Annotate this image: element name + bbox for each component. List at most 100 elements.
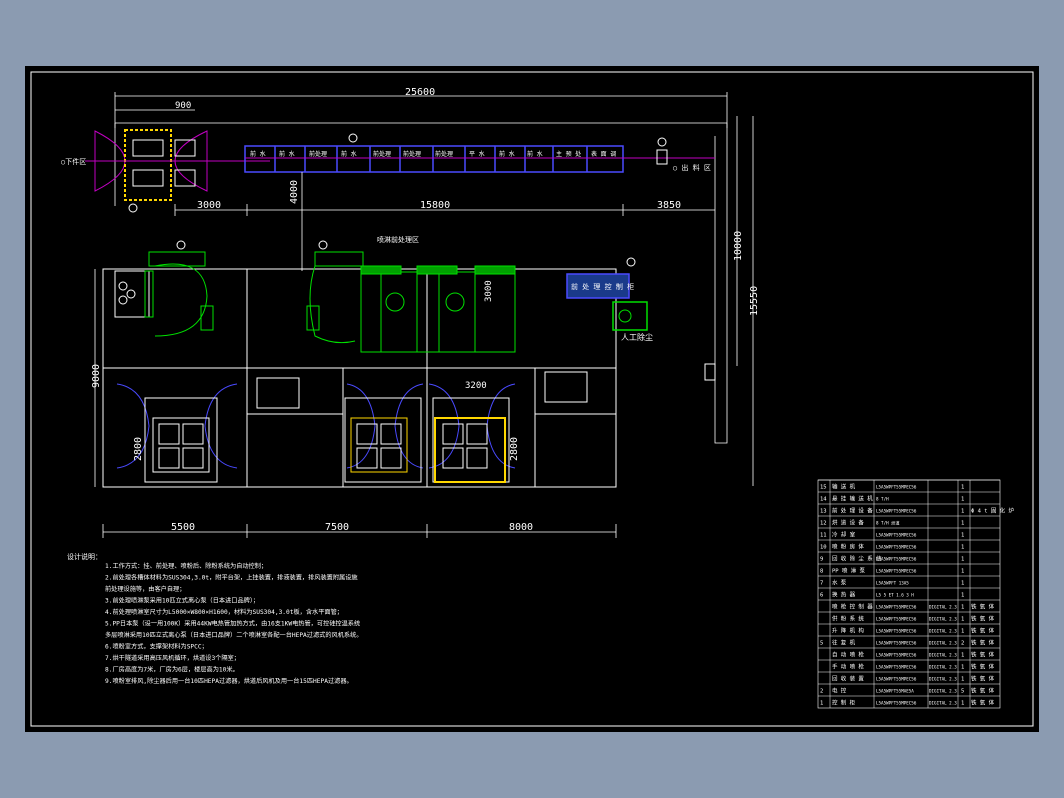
title-block-cell-no: 10 [820,545,827,551]
dim-7500-label: 7500 [325,522,349,533]
title-block-cell-no: 11 [820,533,827,539]
title-block-cell-name: 换 热 器 [832,591,856,599]
drive-unit [656,137,668,165]
design-note-line: 5.PP日本泵（设一用100K）采用44KW电热管加热方式，由16支1KW电热管… [105,620,360,628]
title-block-cell-qty: 1 [961,569,964,575]
design-note-line: 前处理设施等，由客户自理； [105,585,185,593]
design-note-line: 9.喷粉室排风,除尘器后用一台10匹HEPA过滤器，烘道后风机及用一台15匹HE… [105,677,353,685]
design-note-line: 6.喷粉室方式，支撑架材料为SPCC； [105,643,208,651]
title-block-cell-qty: 1 [961,545,964,551]
drying-tunnel [360,265,516,353]
conveyor-station-labels: 前 水前 水前处理 前 水前处理前处理 前处理平 水前 水 前 水主 预 处表 … [250,150,616,158]
title-block-cell-note: 铁 氧 体 [971,627,995,635]
title-block-cell-spec: L5 5 ET 1.6 3 H [876,593,914,598]
callout-conveyor [348,133,358,143]
title-block-cell-name: 升 降 机 构 [832,627,864,635]
right-equipment [704,363,716,381]
callout-mid [318,240,328,250]
building-outline [102,268,617,488]
title-block-cell-no: 5 [820,641,823,647]
title-block-cell-spec: L5A5WPFT55MPEC56 [876,485,917,490]
title-block-cell-no: 9 [820,557,823,563]
dim-15800-label: 15800 [420,200,450,211]
title-block-cell-qty: 1 [961,497,964,503]
title-block-cell-name: 喷 枪 控 制 器 [832,603,873,611]
design-note-line: 3.前处理喷淋泵采用10匹立式离心泵（日本进口品牌）； [105,597,259,605]
design-note-line: 2.前处理各槽体材料为SUS304,3.0t，附平台架，上挂装置，排液装置，排风… [105,574,358,582]
dim-900-label: 900 [175,101,191,111]
title-block-cell-name: 自 动 喷 枪 [832,651,864,659]
title-block-cell-spec: L5A5WPFT55MAE5A [876,689,914,694]
title-block-cell-qty: 1 [961,629,964,635]
title-block-cell-qty: 1 [961,485,964,491]
control-cabinet-2 [544,371,588,403]
title-block-cell-spec: L5A5WPFT55MPEC56 [876,545,917,550]
title-block-cell-spec: 8 T/H [876,497,889,502]
powder-booth-mid [344,383,424,483]
title-block-cell-qty: 1 [961,521,964,527]
control-cabinet-1 [256,377,300,409]
title-block-cell-spec: L5A5WPFT55MPEC56 [876,641,917,646]
dim-8000-label: 8000 [509,522,533,533]
title-block-cell-name: 电 控 [832,687,847,695]
powder-booth-left [116,383,238,483]
svg-text:前 水: 前 水 [279,150,295,158]
title-block-cell-extra: DIGITAL 2.3 [929,653,957,658]
title-block-cell-extra: DIGITAL 2.3 [929,689,957,694]
svg-text:前处理: 前处理 [403,150,421,158]
svg-text:前 水: 前 水 [499,150,515,158]
title-block-cell-name: 水 泵 [832,579,847,587]
svg-text:前处理: 前处理 [309,150,327,158]
dim-3850-label: 3850 [657,200,681,211]
title-block-cell-qty: 1 [961,557,964,563]
title-block-cell-spec: 8 T/H 烘道 [876,520,900,527]
title-block-cell-spec: L5A5WPFT55MPEC56 [876,509,917,514]
svg-text:主 预 处: 主 预 处 [556,150,581,158]
svg-text:平 水: 平 水 [469,150,485,158]
title-block-cell-qty: 1 [961,701,964,707]
title-block-cell-name: 前 处 理 设 备 [832,507,873,515]
manual-cleaning-label: 人工除尘 [621,332,653,342]
loading-label: ○下件区 [61,157,86,166]
callout-left [176,240,186,250]
title-block-cell-note: 铁 氧 体 [971,651,995,659]
dimension-row-segments [174,204,715,216]
title-block-cell-no: 2 [820,689,823,695]
title-block-cell-name: 输 送 机 [832,483,856,491]
drawing-frame [30,71,1034,727]
cleaning-booth-label: 前 处 理 控 制 柜 [571,282,634,291]
title-block-cell-name: 回 收 装 置 [832,675,864,683]
title-block-cell-spec: L5A5WPFT55MPEC56 [876,653,917,658]
title-block-cell-spec: L5A5WPFT55MPEC56 [876,665,917,670]
loading-station [85,129,270,213]
title-block-cell-extra: DIGITAL 2.3 [929,677,957,682]
dim-25600-label: 25600 [405,87,435,98]
dimension-bottom [102,524,617,538]
title-block-cell-spec: L5A5WPFT55MPEC56 [876,701,917,706]
dimension-right [736,116,754,486]
title-block-cell-extra: DIGITAL 2.3 [929,665,957,670]
title-block-cell-qty: 1 [961,581,964,587]
title-block-cell-no: 8 [820,569,823,575]
svg-text:前处理: 前处理 [373,150,391,158]
title-block-cell-name: 烘 道 设 备 [832,519,864,527]
title-block-cell-extra: DIGITAL 2.3 [929,629,957,634]
dim-2800-left: 2800 [133,437,144,461]
dim-10000-label: 10000 [733,231,744,261]
svg-text:表 面 调: 表 面 调 [591,150,616,158]
title-block-cell-no: 7 [820,581,823,587]
design-note-line: 7.烘干隧道采用高压风机循环，烘道设3个隔室； [105,654,240,662]
title-block-cell-extra: DIGITAL 2.3 [929,641,957,646]
title-block-cell-name: 回 收 除 尘 系 统 [832,555,882,563]
svg-text:前处理: 前处理 [435,150,453,158]
design-note-line: 1.工作方式：挂、前处理、喷粉后、除粉系统为自动控制； [105,562,267,570]
title-block-cell-spec: L5A5WPFT55MPEC56 [876,617,917,622]
title-block-cell-note: 铁 氧 体 [971,699,995,707]
svg-text:前 水: 前 水 [250,150,266,158]
title-block-cell-qty: 1 [961,617,964,623]
conveyor-return-track [115,122,728,444]
svg-text:前 水: 前 水 [341,150,357,158]
title-block-cell-name: 悬 挂 输 送 机 [832,495,873,503]
title-block-cell-spec: L5A5WPFT55MPEC56 [876,557,917,562]
title-block-cell-name: 冷 却 室 [832,531,856,539]
